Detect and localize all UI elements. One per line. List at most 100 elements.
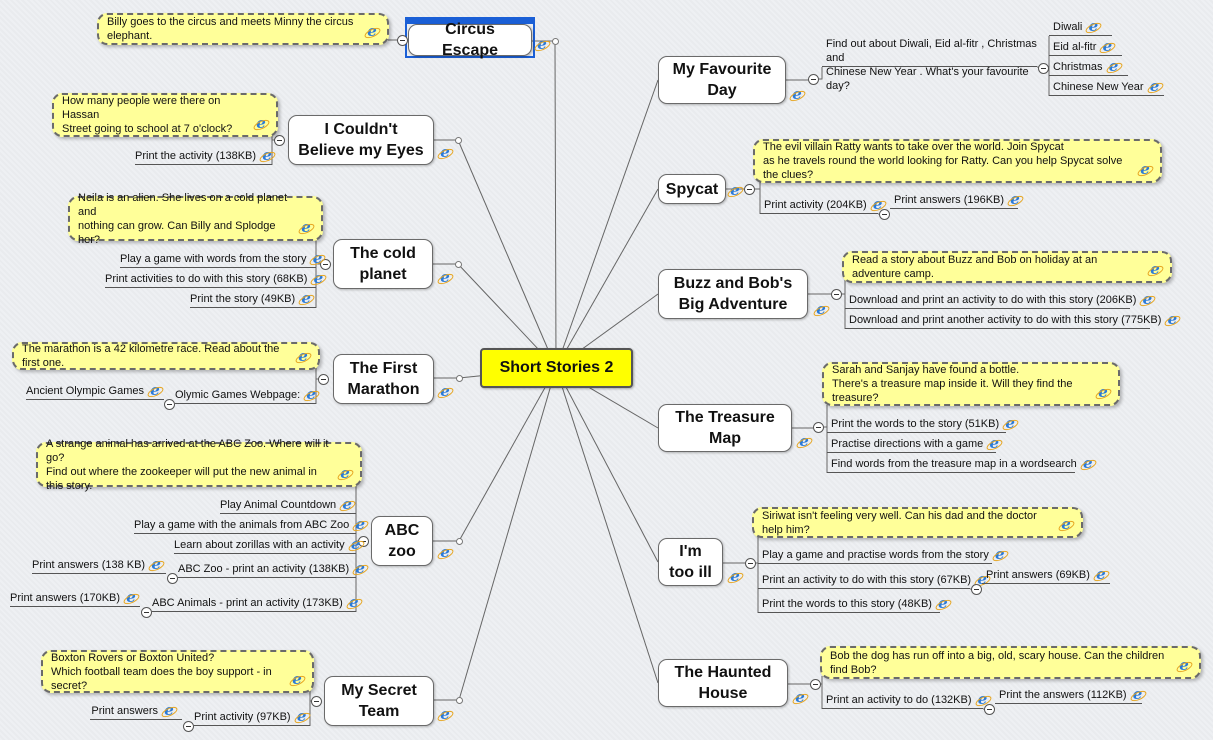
collapse-minus-icon[interactable]: [831, 289, 842, 300]
callout-note[interactable]: Boxton Rovers or Boxton United? Which fo…: [41, 650, 314, 693]
callout-note[interactable]: Bob the dog has run off into a big, old,…: [820, 646, 1201, 679]
link-icon[interactable]: e: [790, 87, 804, 102]
subtopic-link[interactable]: Print an activity to do (132KB)e: [822, 692, 987, 709]
subtopic-link[interactable]: ABC Animals - print an activity (173KB)e: [152, 595, 359, 612]
link-icon[interactable]: e: [254, 116, 268, 131]
callout-note[interactable]: The evil villain Ratty wants to take ove…: [753, 139, 1162, 183]
subtopic-link[interactable]: Download and print another activity to d…: [845, 312, 1177, 329]
link-icon[interactable]: e: [1100, 39, 1114, 54]
subtopic-link[interactable]: Print answers (69KB)e: [982, 567, 1110, 584]
collapse-minus-icon[interactable]: [1038, 63, 1049, 74]
link-icon[interactable]: e: [295, 709, 309, 724]
collapse-minus-icon[interactable]: [141, 607, 152, 618]
topic-i-couldnt-believe-my-eyes[interactable]: I Couldn't Believe my Eyes: [288, 115, 434, 165]
link-icon[interactable]: e: [1008, 192, 1022, 207]
link-icon[interactable]: e: [148, 383, 162, 398]
topic-spycat[interactable]: Spycat: [658, 174, 726, 204]
topic-im-too-ill[interactable]: I'm too ill: [658, 538, 723, 586]
topic-the-treasure-map[interactable]: The Treasure Map: [658, 404, 792, 452]
subtopic-link[interactable]: Print activity (97KB)e: [194, 709, 310, 726]
link-icon[interactable]: e: [124, 590, 138, 605]
subtopic-link[interactable]: Print the words to this story (48KB)e: [758, 596, 948, 613]
link-icon[interactable]: e: [353, 517, 367, 532]
collapse-minus-icon[interactable]: [745, 558, 756, 569]
subtopic-link[interactable]: Play a game and practise words from the …: [758, 547, 1005, 564]
link-icon[interactable]: e: [304, 387, 318, 402]
callout-note[interactable]: Neila is an alien. She lives on a cold p…: [68, 192, 323, 246]
subtopic-link[interactable]: Print the words to the story (51KB)e: [827, 416, 1015, 433]
collapse-minus-icon[interactable]: [808, 74, 819, 85]
link-icon[interactable]: e: [1148, 262, 1162, 277]
subtopic-link[interactable]: Print an activity to do with this story …: [758, 572, 987, 589]
link-icon[interactable]: e: [1059, 517, 1073, 532]
link-icon[interactable]: e: [1138, 162, 1152, 177]
link-icon[interactable]: e: [310, 251, 324, 266]
collapse-minus-icon[interactable]: [984, 704, 995, 715]
central-topic[interactable]: Short Stories 2: [480, 348, 633, 388]
callout-note[interactable]: How many people were there on Hassan Str…: [52, 93, 278, 137]
callout-note[interactable]: Read a story about Buzz and Bob on holid…: [842, 251, 1172, 283]
subtopic-link[interactable]: ABC Zoo - print an activity (138KB)e: [178, 561, 365, 578]
link-icon[interactable]: e: [438, 270, 452, 285]
callout-note[interactable]: The marathon is a 42 kilometre race. Rea…: [12, 342, 320, 370]
subtopic-link[interactable]: Find words from the treasure map in a wo…: [827, 456, 1093, 473]
link-icon[interactable]: e: [438, 545, 452, 560]
topic-the-first-marathon[interactable]: The First Marathon: [333, 354, 434, 404]
topic-circus-escape[interactable]: Circus Escape: [408, 21, 532, 59]
link-icon[interactable]: e: [936, 596, 950, 611]
link-icon[interactable]: e: [438, 145, 452, 160]
link-icon[interactable]: e: [1140, 292, 1154, 307]
subtopic-link[interactable]: Print the answers (112KB)e: [995, 687, 1145, 704]
link-icon[interactable]: e: [535, 37, 549, 52]
topic-the-cold-planet[interactable]: The cold planet: [333, 239, 433, 289]
link-icon[interactable]: e: [260, 148, 274, 163]
link-icon[interactable]: e: [438, 707, 452, 722]
link-icon[interactable]: e: [1165, 312, 1179, 327]
subtopic-link[interactable]: Print the activity (138KB)e: [135, 148, 274, 165]
link-icon[interactable]: e: [296, 349, 310, 364]
topic-my-favourite-day[interactable]: My Favourite Day: [658, 56, 786, 104]
link-icon[interactable]: e: [290, 672, 304, 687]
subtopic-link[interactable]: Print answers (196KB)e: [890, 192, 1020, 209]
link-icon[interactable]: e: [353, 561, 367, 576]
link-icon[interactable]: e: [1003, 416, 1017, 431]
subtopic-link[interactable]: Olymic Games Webpage:e: [175, 387, 318, 404]
link-icon[interactable]: e: [162, 703, 176, 718]
link-icon[interactable]: e: [299, 291, 313, 306]
link-icon[interactable]: e: [349, 537, 363, 552]
link-icon[interactable]: e: [1081, 456, 1095, 471]
collapse-minus-icon[interactable]: [744, 184, 755, 195]
collapse-minus-icon[interactable]: [879, 209, 890, 220]
collapse-minus-icon[interactable]: [167, 573, 178, 584]
collapse-minus-icon[interactable]: [318, 374, 329, 385]
link-icon[interactable]: e: [987, 436, 1001, 451]
collapse-minus-icon[interactable]: [971, 584, 982, 595]
collapse-minus-icon[interactable]: [183, 721, 194, 732]
link-icon[interactable]: e: [1148, 79, 1162, 94]
link-icon[interactable]: e: [340, 497, 354, 512]
subtopic-link[interactable]: Print answers (138 KB)e: [32, 557, 166, 574]
subtopic-link[interactable]: Print activities to do with this story (…: [105, 271, 323, 288]
link-icon[interactable]: e: [1094, 567, 1108, 582]
link-icon[interactable]: e: [976, 692, 990, 707]
link-icon[interactable]: e: [975, 572, 989, 587]
link-icon[interactable]: e: [338, 466, 352, 481]
collapse-minus-icon[interactable]: [813, 422, 824, 433]
link-icon[interactable]: e: [728, 183, 742, 198]
link-icon[interactable]: e: [1177, 658, 1191, 673]
link-icon[interactable]: e: [365, 24, 379, 39]
collapse-minus-icon[interactable]: [274, 135, 285, 146]
link-icon[interactable]: e: [1131, 687, 1145, 702]
topic-the-haunted-house[interactable]: The Haunted House: [658, 659, 788, 707]
topic-abc-zoo[interactable]: ABC zoo: [371, 516, 433, 566]
link-icon[interactable]: e: [1096, 385, 1110, 400]
link-icon[interactable]: e: [1107, 59, 1121, 74]
link-icon[interactable]: e: [797, 434, 811, 449]
link-icon[interactable]: e: [311, 271, 325, 286]
